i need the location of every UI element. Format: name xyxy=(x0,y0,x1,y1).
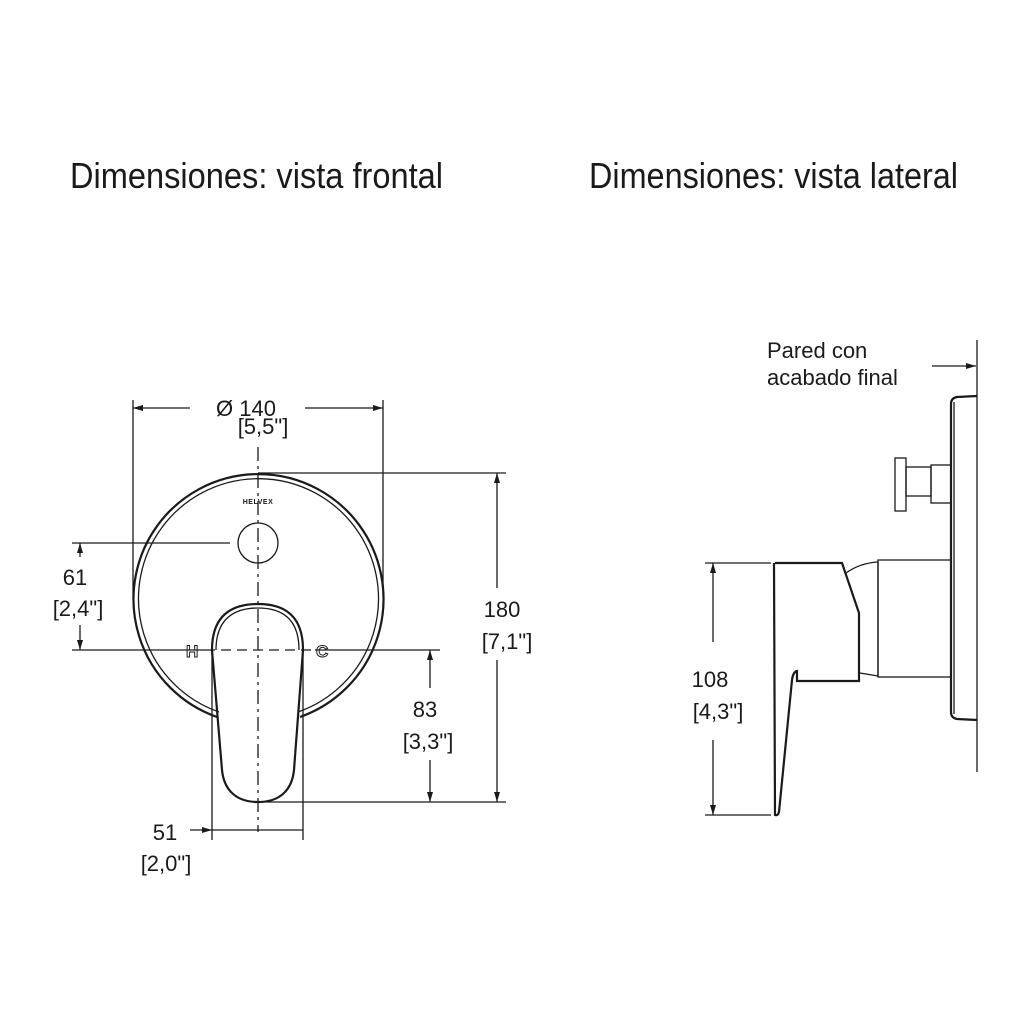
height-value: 180 xyxy=(484,597,521,622)
diverter-boss xyxy=(930,464,952,504)
hot-label: H xyxy=(186,642,198,661)
diverter-knob-side xyxy=(894,457,907,512)
handle-top-edge xyxy=(215,607,300,651)
diverter-stem xyxy=(905,466,932,497)
handle-width-value: 51 xyxy=(153,820,177,845)
valve-cone xyxy=(845,561,879,677)
lever-height-inches: [4,3"] xyxy=(693,699,744,724)
lever-side xyxy=(772,561,861,817)
side-view: Pared con acabado final 108 [4,3"] xyxy=(692,338,978,817)
side-view-title: Dimensiones: vista lateral xyxy=(589,155,958,196)
height-inches: [7,1"] xyxy=(482,629,533,654)
valve-body xyxy=(877,559,952,678)
wall-label-line2: acabado final xyxy=(767,365,898,390)
front-view-title: Dimensiones: vista frontal xyxy=(70,155,443,196)
handle-drop-inches: [3,3"] xyxy=(403,729,454,754)
diameter-inches: [5,5"] xyxy=(238,414,289,439)
knob-offset-inches: [2,4"] xyxy=(53,596,104,621)
handle-width-inches: [2,0"] xyxy=(141,851,192,876)
diameter-value: Ø 140 xyxy=(216,396,276,421)
wall-label-line1: Pared con xyxy=(767,338,867,363)
plate-profile xyxy=(949,394,978,722)
cold-label: C xyxy=(316,642,328,661)
front-view: HELVEX H C Ø 140 [5,5"] 180 [7,1"] 61 [2… xyxy=(53,396,533,876)
knob-offset-value: 61 xyxy=(63,565,87,590)
handle-drop-value: 83 xyxy=(413,697,437,722)
lever-height-value: 108 xyxy=(692,667,729,692)
